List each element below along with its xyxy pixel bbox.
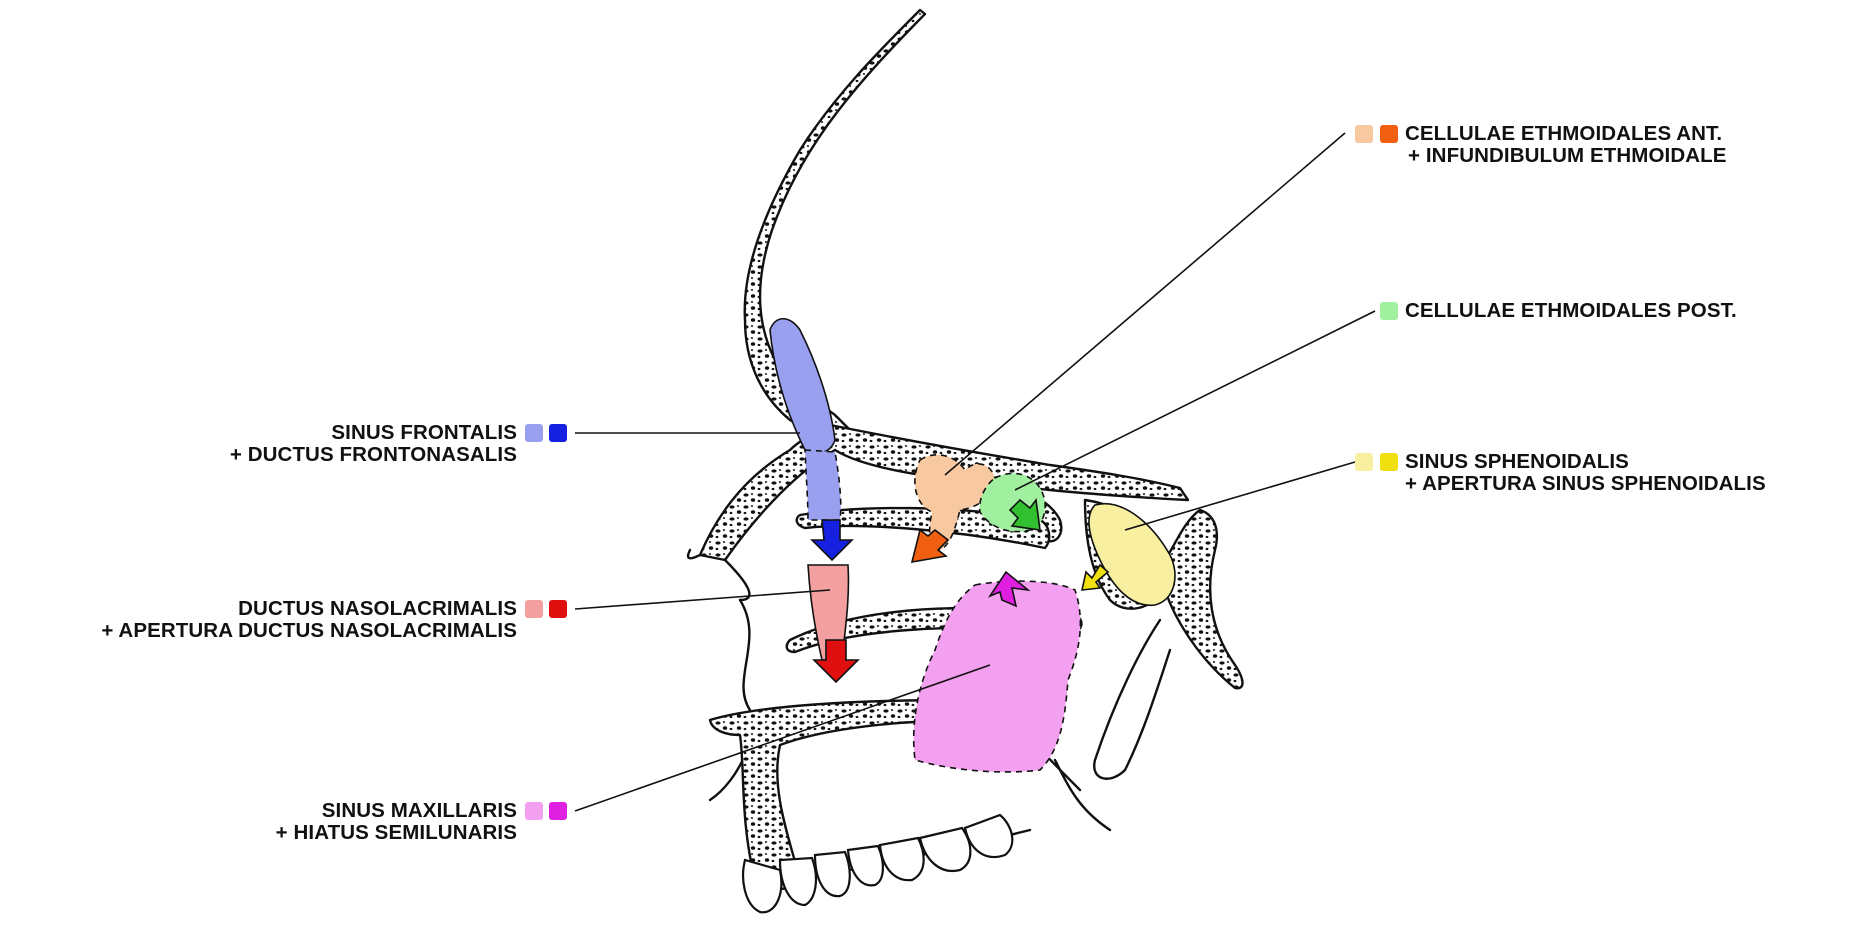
- label-cellulae-ethmoidales-post: CELLULAE ETHMOIDALES POST.: [1405, 300, 1737, 322]
- swatch-sphenoid-light: [1355, 453, 1373, 471]
- leader-ethpost: [1015, 311, 1375, 490]
- tooth-6: [920, 828, 970, 871]
- label-line-2: + APERTURA DUCTUS NASOLACRIMALIS: [101, 620, 517, 642]
- swatch-frontal-dark: [549, 424, 567, 442]
- label-sinus-maxillaris: SINUS MAXILLARIS + HIATUS SEMILUNARIS: [276, 800, 517, 844]
- swatch-nasolac-dark: [549, 600, 567, 618]
- leader-nasolac: [575, 590, 830, 609]
- label-line-2: + INFUNDIBULUM ETHMOIDALE: [1405, 145, 1727, 167]
- swatch-nasolac-light: [525, 600, 543, 618]
- label-line-1: CELLULAE ETHMOIDALES ANT.: [1405, 123, 1727, 145]
- swatch-ethant-light: [1355, 125, 1373, 143]
- label-line-1: DUCTUS NASOLACRIMALIS: [101, 598, 517, 620]
- tooth-5: [880, 838, 924, 880]
- tooth-2: [780, 858, 816, 905]
- ductus-frontonasalis-region: [805, 450, 841, 520]
- tooth-3: [815, 852, 850, 896]
- pterygoid-plate: [1094, 620, 1170, 779]
- swatch-maxillary-dark: [549, 802, 567, 820]
- label-sinus-frontalis: SINUS FRONTALIS + DUCTUS FRONTONASALIS: [230, 422, 517, 466]
- label-line-1: SINUS FRONTALIS: [230, 422, 517, 444]
- label-line-1: SINUS MAXILLARIS: [276, 800, 517, 822]
- label-line-2: + DUCTUS FRONTONASALIS: [230, 444, 517, 466]
- tooth-4: [848, 846, 883, 885]
- tooth-7: [965, 815, 1012, 857]
- label-line-2: + HIATUS SEMILUNARIS: [276, 822, 517, 844]
- arrow-ethmoid-post: [1010, 500, 1040, 530]
- swatch-sphenoid-dark: [1380, 453, 1398, 471]
- swatch-maxillary-light: [525, 802, 543, 820]
- label-ductus-nasolacrimalis: DUCTUS NASOLACRIMALIS + APERTURA DUCTUS …: [101, 598, 517, 642]
- tooth-1: [743, 860, 781, 912]
- swatch-ethant-dark: [1380, 125, 1398, 143]
- label-cellulae-ethmoidales-ant: CELLULAE ETHMOIDALES ANT. + INFUNDIBULUM…: [1405, 123, 1727, 167]
- label-line-1: CELLULAE ETHMOIDALES POST.: [1405, 300, 1737, 322]
- swatch-frontal-light: [525, 424, 543, 442]
- leader-ethant: [945, 133, 1345, 475]
- label-line-2: + APERTURA SINUS SPHENOIDALIS: [1405, 473, 1766, 495]
- frontal-bone: [745, 10, 925, 434]
- label-line-1: SINUS SPHENOIDALIS: [1405, 451, 1766, 473]
- swatch-ethpost-light: [1380, 302, 1398, 320]
- label-sinus-sphenoidalis: SINUS SPHENOIDALIS + APERTURA SINUS SPHE…: [1405, 451, 1766, 495]
